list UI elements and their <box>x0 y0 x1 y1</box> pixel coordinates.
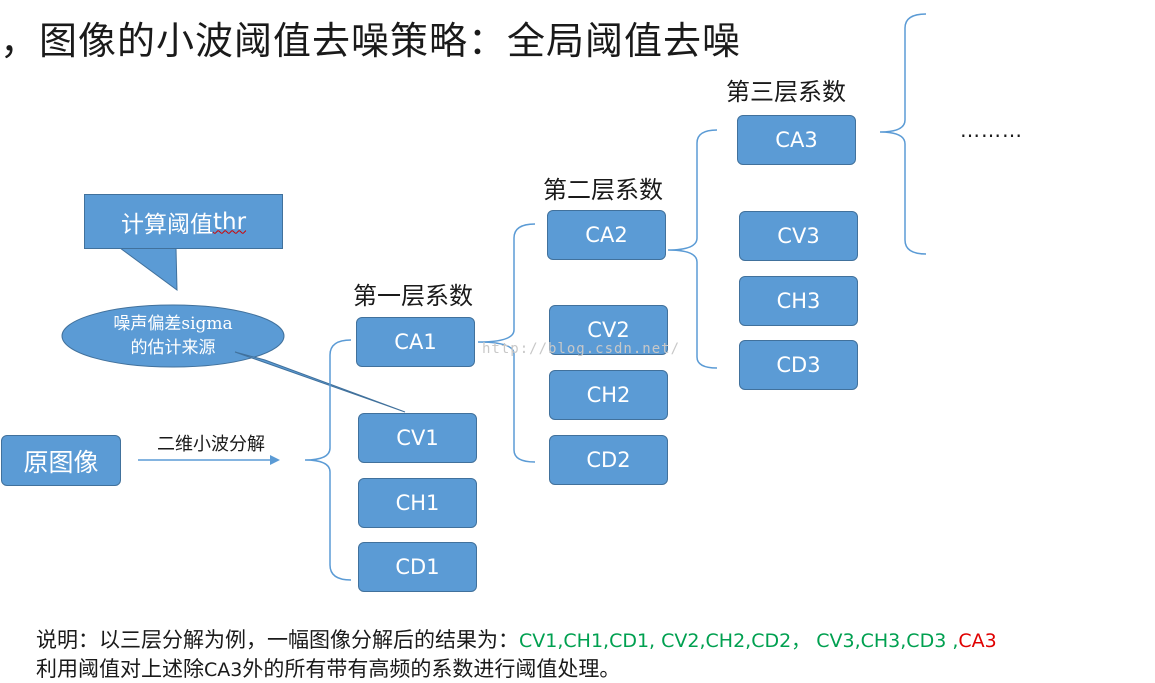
box-cv3: CV3 <box>739 211 858 261</box>
brace-level3 <box>667 129 718 369</box>
box-cd2: CD2 <box>549 435 668 485</box>
note-line2-b: CA3 <box>204 659 243 681</box>
page-title: ，图像的小波阈值去噪策略：全局阈值去噪 <box>0 19 742 63</box>
box-ch1: CH1 <box>358 478 477 528</box>
note-line2-a: 利用阈值对上述除 <box>36 657 204 681</box>
note-prefix: 说明：以三层分解为例，一幅图像分解后的结果为： <box>36 628 519 652</box>
ellipsis: ……… <box>960 118 1023 142</box>
box-cv1: CV1 <box>358 413 477 463</box>
callout-noise-ellipse <box>61 304 285 368</box>
callout-threshold-term: thr <box>212 208 247 235</box>
arrow-head <box>270 455 280 465</box>
box-cv2: CV2 <box>549 305 668 355</box>
callout-noise-line2: 的估计来源 <box>130 338 216 358</box>
level1-label: 第一层系数 <box>353 282 473 310</box>
callout-threshold-text: 计算阈值 <box>120 211 213 238</box>
brace-level1 <box>304 339 352 581</box>
callout-noise-line1: 噪声偏差sigma <box>113 314 233 334</box>
box-ch3: CH3 <box>739 276 858 326</box>
watermark: http://blog.csdn.net/ <box>482 341 681 357</box>
callout-noise: 噪声偏差sigma 的估计来源 <box>62 305 284 367</box>
callout-threshold-tail <box>118 247 178 292</box>
arrow-label: 二维小波分解 <box>157 434 265 455</box>
box-ch2: CH2 <box>549 370 668 420</box>
note-line2-c: 外的所有带有高频的系数进行阈值处理。 <box>242 657 621 681</box>
brace-level4 <box>879 13 927 255</box>
note-line1: 说明：以三层分解为例，一幅图像分解后的结果为：CV1,CH1,CD1, CV2,… <box>36 624 997 654</box>
level3-label: 第三层系数 <box>726 78 846 106</box>
box-cd1: CD1 <box>358 542 477 592</box>
level2-label: 第二层系数 <box>543 176 663 204</box>
box-ca3: CA3 <box>737 115 856 165</box>
note-line2: 利用阈值对上述除CA3外的所有带有高频的系数进行阈值处理。 <box>36 653 620 683</box>
note-green-list: CV1,CH1,CD1, CV2,CH2,CD2， CV3,CH3,CD3 , <box>519 630 959 652</box>
box-ca2: CA2 <box>547 210 666 260</box>
box-ca1: CA1 <box>356 317 475 367</box>
source-image-box: 原图像 <box>1 435 121 486</box>
callout-noise-tail <box>234 351 406 413</box>
note-red-item: CA3 <box>958 630 997 652</box>
box-cd3: CD3 <box>739 340 858 390</box>
brace-level2 <box>477 223 536 463</box>
